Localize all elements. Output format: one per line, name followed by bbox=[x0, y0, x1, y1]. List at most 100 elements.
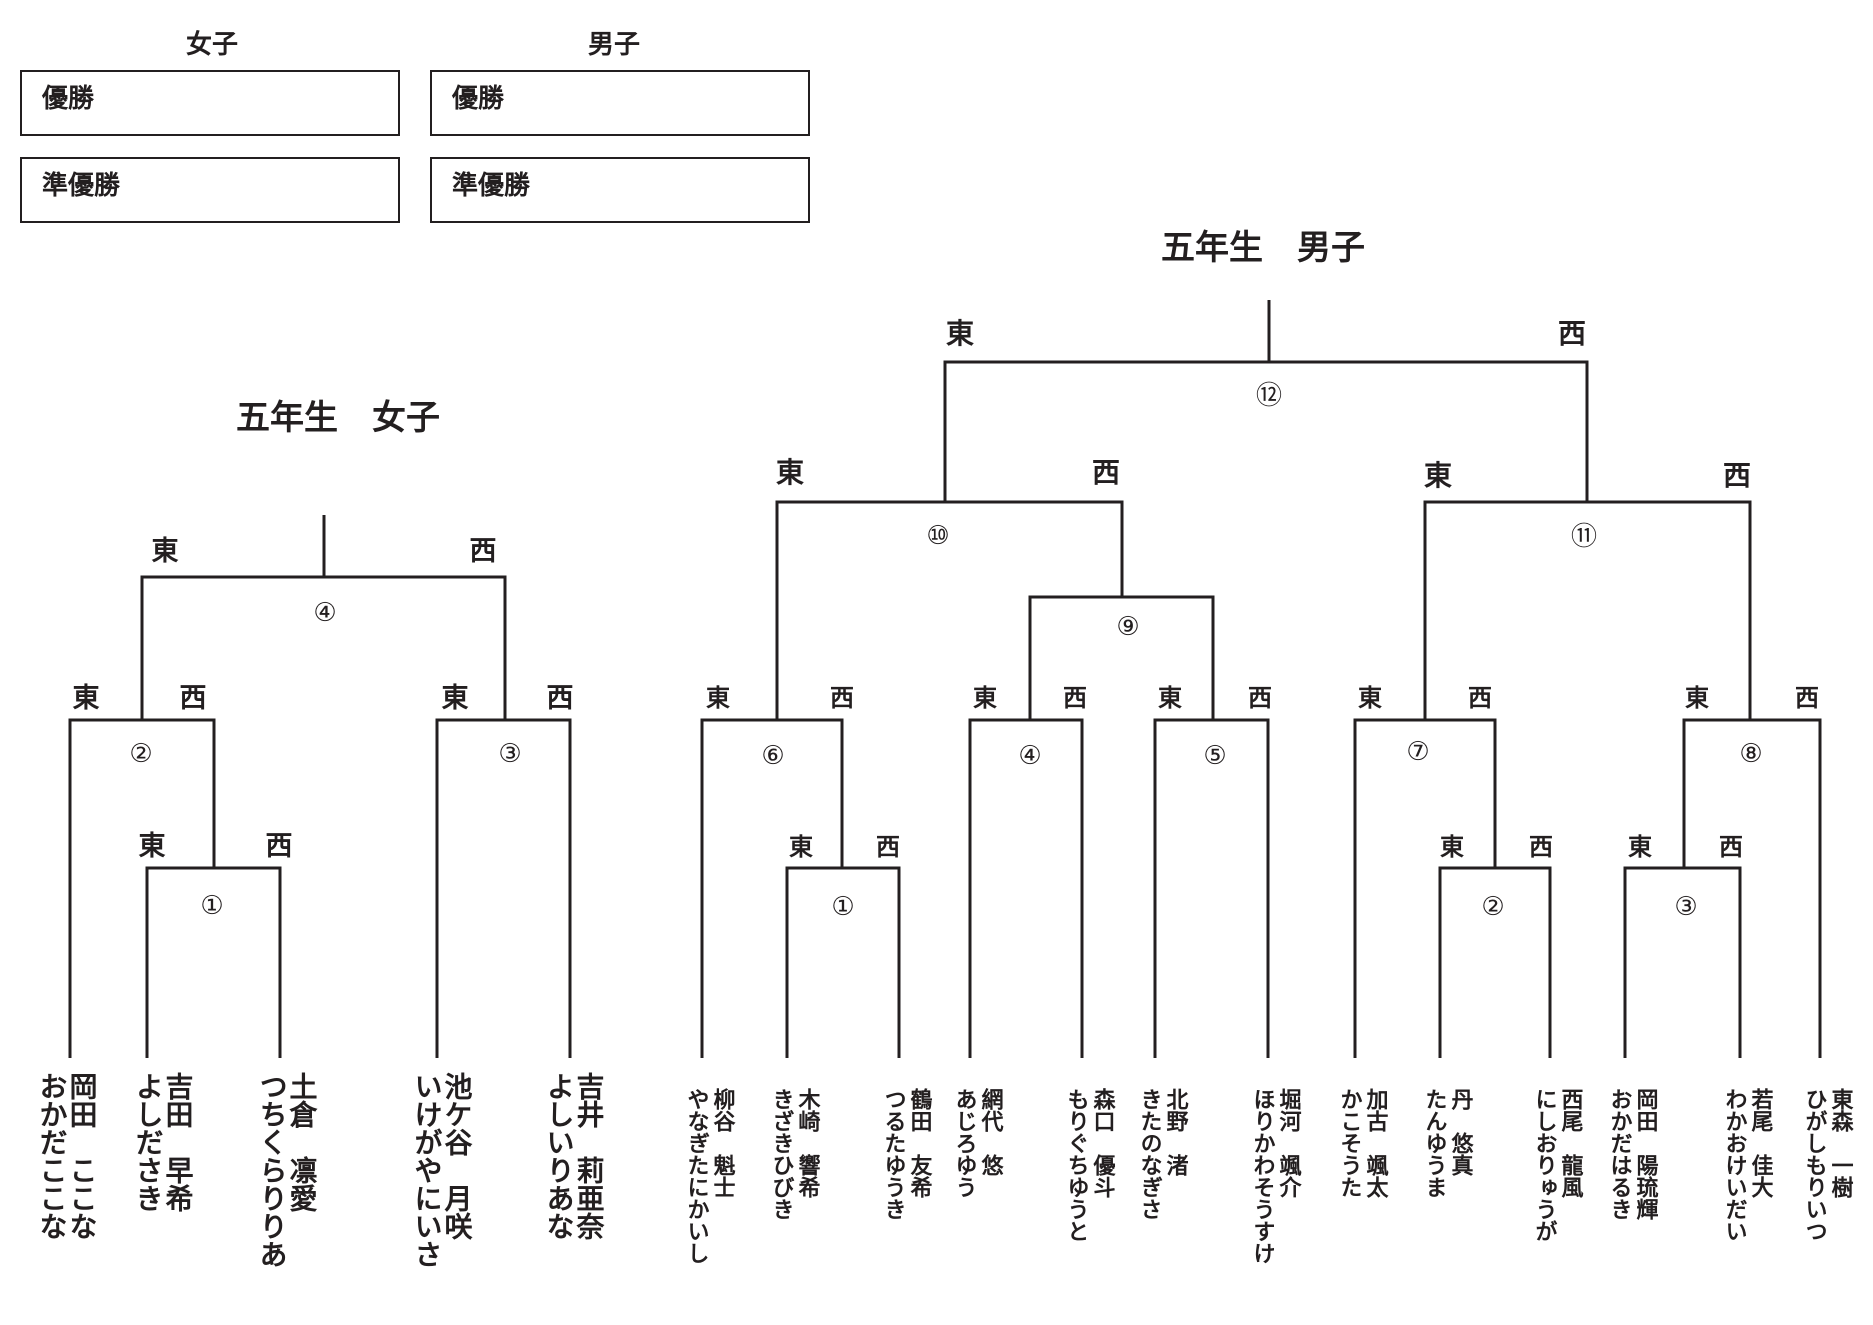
boys-match-3-number: ③ bbox=[1674, 892, 1697, 922]
boys-player-name: 柳谷 魁士 bbox=[710, 1087, 736, 1198]
boys-match-1-number: ① bbox=[831, 892, 854, 922]
boys-match-2-west-label: 西 bbox=[1529, 833, 1553, 861]
girls-player-kana: おかだここな bbox=[36, 1072, 69, 1240]
boys-player-name: 西尾 龍風 bbox=[1558, 1088, 1584, 1199]
boys-match-2-number: ② bbox=[1481, 892, 1504, 922]
boys-player-name: 岡田 陽琉輝 bbox=[1633, 1088, 1659, 1221]
girls-player-name: 池ケ谷 月咲 bbox=[441, 1072, 474, 1241]
boys-player-kana: あじろゆう bbox=[952, 1088, 977, 1198]
girls-match-3-east-label: 東 bbox=[442, 683, 469, 714]
boys-runnerup-box: 準優勝 bbox=[430, 157, 810, 223]
boys-match-4-west-label: 西 bbox=[1063, 684, 1087, 712]
boys-match-12-east-label: 東 bbox=[946, 317, 974, 350]
girls-match-1-west-label: 西 bbox=[266, 831, 293, 862]
boys-match-3-west-label: 西 bbox=[1719, 833, 1743, 861]
boys-match-7-west-label: 西 bbox=[1468, 684, 1492, 712]
girls-match-1-east-label: 東 bbox=[139, 831, 166, 862]
boys-match-12-west-label: 西 bbox=[1558, 317, 1586, 350]
boys-match-10-number: ⑩ bbox=[926, 521, 949, 551]
boys-match-5-west-label: 西 bbox=[1248, 684, 1272, 712]
boys-bracket-title: 五年生 男子 bbox=[1161, 228, 1365, 268]
girls-runnerup-label: 準優勝 bbox=[42, 171, 121, 201]
boys-match-10-connector bbox=[775, 500, 1124, 720]
boys-player-name: 木崎 響希 bbox=[795, 1088, 822, 1198]
girls-match-2-connector bbox=[68, 718, 216, 1058]
boys-player-name: 堀河 颯介 bbox=[1276, 1088, 1303, 1198]
girls-match-3-west-label: 西 bbox=[547, 683, 574, 714]
girls-winner-label: 優勝 bbox=[42, 84, 95, 114]
boys-match-12-number: ⑫ bbox=[1256, 381, 1282, 411]
boys-match-6-connector bbox=[700, 718, 844, 1058]
boys-match-7-number: ⑦ bbox=[1406, 737, 1429, 767]
results-girls-header: 女子 bbox=[186, 30, 239, 60]
boys-match-1-west-label: 西 bbox=[876, 833, 900, 861]
boys-match-3-east-label: 東 bbox=[1628, 833, 1652, 861]
girls-player-kana: よしださき bbox=[132, 1072, 165, 1212]
boys-player-kana: ほりかわそうすけ bbox=[1250, 1088, 1276, 1264]
girls-match-2-east-label: 東 bbox=[73, 683, 100, 714]
girls-player-name: 土倉 凛愛 bbox=[286, 1072, 319, 1212]
boys-match-6-west-label: 西 bbox=[830, 684, 854, 712]
boys-match-6-number: ⑥ bbox=[761, 741, 784, 771]
boys-match-1-east-label: 東 bbox=[789, 833, 813, 861]
boys-player-kana: ひがしもりいつ bbox=[1802, 1088, 1827, 1242]
boys-player-kana: きたのなぎさ bbox=[1137, 1088, 1162, 1220]
girls-bracket-title: 五年生 女子 bbox=[236, 398, 440, 438]
boys-player-kana: やなぎたにかいし bbox=[684, 1088, 710, 1264]
boys-match-12-connector bbox=[943, 360, 1589, 502]
girls-match-2-west-label: 西 bbox=[180, 683, 207, 714]
boys-player-kana: きざきひびき bbox=[769, 1088, 794, 1220]
boys-player-name: 網代 悠 bbox=[978, 1087, 1005, 1176]
boys-match-4-east-label: 東 bbox=[973, 684, 997, 712]
boys-player-name: 若尾 佳大 bbox=[1748, 1087, 1774, 1199]
girls-match-2-number: ② bbox=[129, 739, 152, 769]
boys-match-5-number: ⑤ bbox=[1203, 741, 1226, 771]
boys-runnerup-label: 準優勝 bbox=[452, 171, 531, 201]
boys-winner-box: 優勝 bbox=[430, 70, 810, 136]
girls-match-4-number: ④ bbox=[313, 598, 336, 628]
boys-match-11-number: ⑪ bbox=[1571, 522, 1597, 552]
girls-player-name: 吉井 莉亜奈 bbox=[573, 1072, 606, 1240]
boys-match-4-connector bbox=[968, 718, 1084, 1058]
boys-match-9-number: ⑨ bbox=[1116, 612, 1139, 642]
boys-match-6-east-label: 東 bbox=[706, 684, 730, 712]
boys-match-10-east-label: 東 bbox=[776, 456, 804, 489]
boys-player-name: 森口 優斗 bbox=[1090, 1087, 1117, 1198]
boys-player-name: 鶴田 友希 bbox=[907, 1087, 933, 1198]
boys-match-11-east-label: 東 bbox=[1424, 459, 1452, 492]
girls-player-name: 吉田 早希 bbox=[162, 1072, 195, 1212]
results-boys-header: 男子 bbox=[588, 30, 641, 60]
boys-player-name: 東森 一樹 bbox=[1828, 1088, 1854, 1198]
girls-match-4-west-label: 西 bbox=[470, 536, 497, 567]
boys-match-7-east-label: 東 bbox=[1358, 684, 1382, 712]
boys-player-kana: わかおけいだい bbox=[1722, 1088, 1748, 1242]
boys-player-kana: にしおりゅうが bbox=[1532, 1088, 1557, 1242]
boys-player-kana: たんゆうま bbox=[1422, 1088, 1447, 1198]
girls-player-kana: つちくらりりあ bbox=[256, 1072, 289, 1268]
boys-match-2-east-label: 東 bbox=[1440, 833, 1464, 861]
girls-player-kana: よしいりあな bbox=[543, 1072, 576, 1240]
boys-match-7-connector bbox=[1353, 718, 1497, 1058]
boys-match-8-east-label: 東 bbox=[1685, 684, 1709, 712]
boys-match-8-number: ⑧ bbox=[1739, 739, 1762, 769]
girls-match-1-number: ① bbox=[200, 891, 223, 921]
boys-player-name: 北野 渚 bbox=[1163, 1088, 1189, 1176]
girls-runnerup-box: 準優勝 bbox=[20, 157, 400, 223]
boys-player-kana: かこそうた bbox=[1337, 1088, 1362, 1198]
boys-match-8-connector bbox=[1682, 718, 1822, 1058]
girls-winner-box: 優勝 bbox=[20, 70, 400, 136]
boys-match-10-west-label: 西 bbox=[1092, 456, 1120, 489]
girls-player-name: 岡田 ここな bbox=[66, 1072, 99, 1240]
boys-player-name: 丹 悠真 bbox=[1448, 1088, 1475, 1177]
boys-winner-label: 優勝 bbox=[452, 84, 505, 114]
boys-player-kana: おかだはるき bbox=[1607, 1088, 1632, 1220]
boys-match-4-number: ④ bbox=[1018, 741, 1041, 771]
girls-match-3-number: ③ bbox=[498, 739, 521, 769]
boys-player-kana: つるたゆうき bbox=[881, 1088, 906, 1220]
boys-match-11-west-label: 西 bbox=[1723, 459, 1751, 492]
girls-player-kana: いけがやにいさ bbox=[411, 1072, 444, 1268]
boys-player-name: 加古 颯太 bbox=[1363, 1088, 1390, 1199]
girls-match-3-connector bbox=[435, 718, 572, 1058]
boys-player-kana: もりぐちゆうと bbox=[1064, 1088, 1089, 1242]
